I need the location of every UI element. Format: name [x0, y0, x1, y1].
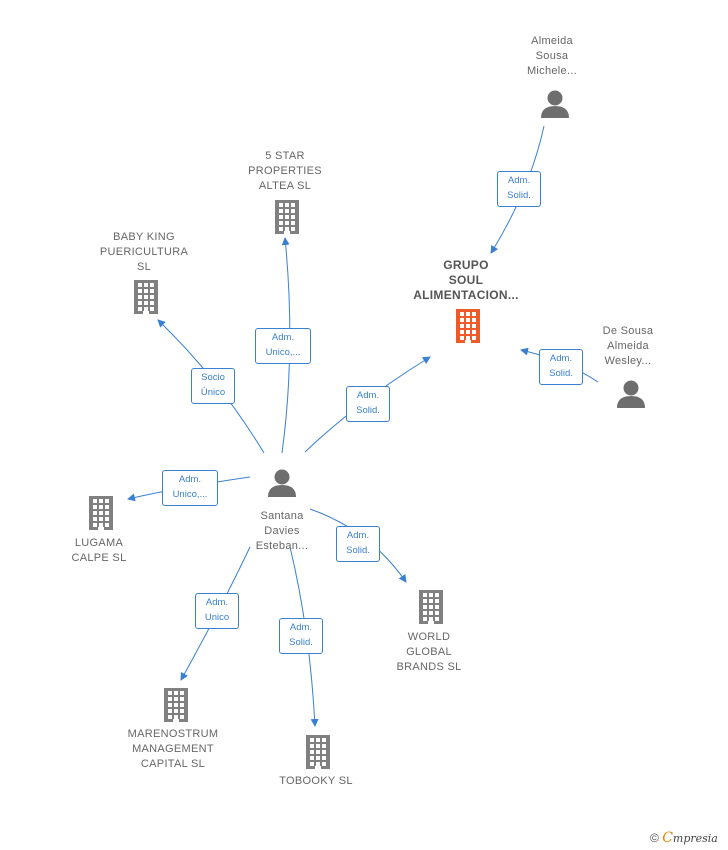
node-label-world[interactable]: WORLD GLOBAL BRANDS SL: [359, 630, 499, 675]
edge-label-line: Solid.: [346, 545, 370, 556]
company-building-icon[interactable]: [87, 496, 115, 535]
edge-label-line: Único: [200, 387, 226, 398]
edge-label-santana-grupo[interactable]: Adm. Solid.: [346, 386, 390, 422]
person-icon[interactable]: [267, 469, 297, 502]
node-label-line: Wesley...: [604, 355, 652, 367]
node-label-line: WORLD: [407, 631, 451, 643]
node-label-baby[interactable]: BABY KING PUERICULTURA SL: [74, 230, 214, 275]
edge-label-line: Adm.: [205, 597, 229, 608]
edge-label-santana-tobooky[interactable]: Adm. Solid.: [279, 618, 323, 654]
node-label-line: SL: [136, 261, 152, 273]
node-label-line: BRANDS SL: [396, 661, 462, 673]
node-label-line: BABY KING: [113, 231, 175, 243]
person-icon[interactable]: [616, 380, 646, 413]
edge-label-line: Solid.: [549, 368, 573, 379]
company-building-icon[interactable]: [417, 590, 445, 629]
node-label-line: De Sousa: [602, 325, 654, 337]
brand-logo-initial: C: [662, 830, 673, 846]
edge-label-santana-mare[interactable]: Adm. Unico: [195, 593, 239, 629]
edge-label-line: Adm.: [346, 530, 370, 541]
edge-label-line: Adm.: [178, 474, 202, 485]
edge-label-line: Socio: [201, 372, 225, 383]
edge-label-line: Adm.: [507, 175, 531, 186]
node-label-line: ALTEA SL: [258, 180, 312, 192]
edge-label-line: Adm.: [271, 332, 295, 343]
node-label-line: Esteban...: [255, 540, 309, 552]
node-label-line: Almeida: [531, 35, 573, 47]
node-label-line: Sousa: [535, 50, 569, 62]
node-label-line: GRUPO: [443, 258, 489, 272]
edge-label-almeida-grupo[interactable]: Adm. Solid.: [497, 171, 541, 207]
node-label-line: PUERICULTURA: [99, 246, 189, 258]
edge-label-desousa-grupo[interactable]: Adm. Solid.: [539, 349, 583, 385]
node-label-line: MARENOSTRUM: [127, 728, 219, 740]
brand-logo-text: mpresia: [672, 832, 718, 845]
node-label-lugama[interactable]: LUGAMA CALPE SL: [29, 536, 169, 566]
edge-label-line: Solid.: [507, 190, 531, 201]
edge-label-santana-lugama[interactable]: Adm. Unico,...: [162, 470, 218, 506]
node-label-tobooky[interactable]: TOBOOKY SL: [246, 774, 386, 789]
node-label-line: PROPERTIES: [248, 165, 322, 177]
company-building-icon[interactable]: [132, 280, 160, 319]
company-building-icon[interactable]: [162, 688, 190, 727]
node-label-five[interactable]: 5 STAR PROPERTIES ALTEA SL: [215, 149, 355, 194]
node-label-line: Santana: [260, 510, 304, 522]
person-icon[interactable]: [540, 90, 570, 123]
edge-label-line: Solid.: [356, 405, 380, 416]
company-building-icon[interactable]: [304, 735, 332, 774]
node-label-line: ALIMENTACION...: [413, 288, 519, 302]
edge-label-santana-five[interactable]: Adm. Unico,...: [255, 328, 311, 364]
node-label-line: LUGAMA: [74, 537, 124, 549]
node-label-line: CAPITAL SL: [140, 758, 206, 770]
edge-label-line: Adm.: [549, 353, 573, 364]
edge-label-line: Unico: [204, 612, 230, 623]
node-label-line: Michele...: [526, 65, 578, 77]
node-label-line: SOUL: [448, 273, 484, 287]
edge-label-line: Adm.: [289, 622, 313, 633]
edge-label-santana-world[interactable]: Adm. Solid.: [336, 526, 380, 562]
node-label-line: GLOBAL: [406, 646, 452, 658]
node-label-line: MANAGEMENT: [132, 743, 214, 755]
node-label-line: Davies: [264, 525, 300, 537]
edge-label-line: Unico,...: [172, 489, 208, 500]
node-label-line: TOBOOKY SL: [279, 775, 353, 787]
node-label-mare[interactable]: MARENOSTRUM MANAGEMENT CAPITAL SL: [103, 727, 243, 772]
main-company-building-icon[interactable]: [454, 309, 482, 348]
copyright-icon: ©: [650, 831, 659, 845]
node-label-line: 5 STAR: [265, 150, 305, 162]
edge-label-line: Solid.: [289, 637, 313, 648]
footer-brand: © Cmpresia: [650, 830, 718, 846]
company-building-icon[interactable]: [273, 200, 301, 239]
edge-label-line: Adm.: [356, 390, 380, 401]
node-label-line: CALPE SL: [71, 552, 127, 564]
node-label-line: Almeida: [607, 340, 649, 352]
edge-label-line: Unico,...: [265, 347, 301, 358]
